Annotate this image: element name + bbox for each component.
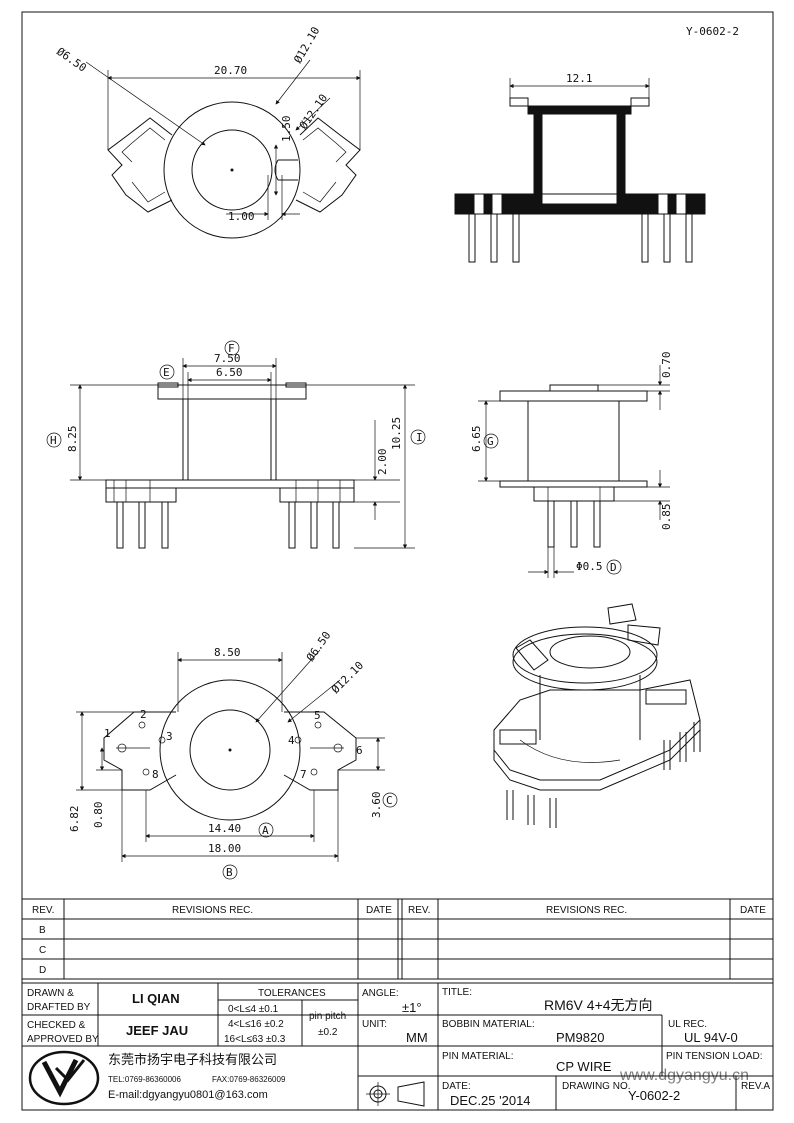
title-block: DRAWN & DRAFTED BY LI QIAN CHECKED & APP…	[21, 982, 774, 1111]
top-dim-outer-dia-1: Ø12.10	[291, 25, 322, 66]
company-tel: TEL:0769-86360006	[108, 1075, 182, 1084]
front-label-h: H	[50, 434, 57, 447]
front-view: 7.50 6.50 F E 8.25 H 2.00 10.25 I	[46, 340, 426, 549]
bottom-label-b: B	[226, 866, 233, 879]
pin-pitch-value: ±0.2	[318, 1027, 338, 1038]
section-view: 12.1	[454, 72, 706, 263]
top-dim-width: 20.70	[214, 64, 247, 77]
pin-material-label: PIN MATERIAL:	[442, 1051, 514, 1062]
side-dim-g: 6.65	[470, 426, 483, 453]
rev-header: REVISIONS REC.	[172, 905, 253, 916]
pin-number: 1	[104, 727, 111, 740]
top-dim-inner-dia: Ø6.50	[54, 45, 89, 75]
bottom-dim-c: 3.60	[370, 792, 383, 819]
rev-header: REVISIONS REC.	[546, 905, 627, 916]
bottom-view: 1 2 3 4 5 6 7 8 8.50 Ø6.50 Ø12.10 14.40 …	[68, 629, 398, 880]
tolerance-row: 0<L≤4 ±0.1	[228, 1004, 279, 1015]
rev-header: REV.	[32, 905, 54, 916]
side-dim-pin: 0.85	[660, 504, 673, 531]
rev-row-label: C	[39, 945, 46, 956]
drawn-label: DRAFTED BY	[27, 1002, 91, 1013]
ul-value: UL 94V-0	[684, 1030, 738, 1045]
rev-header: DATE	[740, 905, 766, 916]
side-dim-top: 0.70	[660, 352, 673, 379]
bottom-dim-h: 6.82	[68, 806, 81, 833]
bottom-label-c: C	[386, 794, 393, 807]
bottom-dim-top-w: 8.50	[214, 646, 241, 659]
pin-number: 3	[166, 730, 173, 743]
unit-label: UNIT:	[362, 1019, 387, 1030]
tolerances-label: TOLERANCES	[258, 988, 326, 999]
projection-symbol-icon	[366, 1081, 425, 1107]
bobbin-value: PM9820	[556, 1030, 604, 1045]
front-dim-base: 2.00	[376, 449, 389, 476]
bottom-dim-b: 18.00	[208, 842, 241, 855]
revision-table: REV. REVISIONS REC. DATE REV. REVISIONS …	[21, 898, 774, 980]
pin-number: 4	[288, 734, 295, 747]
top-dim-outer-dia-2: Ø12.10	[297, 92, 330, 132]
tolerance-row: 16<L≤63 ±0.3	[224, 1034, 286, 1045]
side-dim-pin-dia: Φ0.5	[576, 560, 603, 573]
top-view: 20.70 Ø6.50 Ø12.10 Ø12.10 1.50 1.00	[54, 25, 361, 239]
drawing-no-value: Y-0602-2	[628, 1088, 680, 1103]
angle-value: ±1°	[402, 1000, 422, 1015]
rev-row-label: B	[39, 925, 46, 936]
pin-number: 6	[356, 744, 363, 757]
drawn-label: DRAWN &	[27, 988, 74, 999]
tolerance-row: 4<L≤16 ±0.2	[228, 1019, 284, 1030]
bottom-dim-outer-dia: Ø12.10	[329, 659, 366, 696]
ul-label: UL REC.	[668, 1019, 707, 1030]
company-logo-icon	[28, 1050, 100, 1106]
bobbin-label: BOBBIN MATERIAL:	[442, 1019, 535, 1030]
front-dim-h: 8.25	[66, 426, 79, 453]
checked-label: CHECKED &	[27, 1020, 86, 1031]
pin-material-value: CP WIRE	[556, 1059, 612, 1074]
drawing-no-label: DRAWING NO.	[562, 1081, 631, 1092]
front-dim-total: 10.25	[390, 417, 403, 450]
front-dim-f: 7.50	[214, 352, 241, 365]
bottom-dim-080: 0.80	[92, 802, 105, 829]
checked-label: APPROVED BY	[27, 1034, 99, 1045]
top-dim-slot-w: 1.00	[228, 210, 255, 223]
front-label-f: F	[228, 342, 235, 355]
drawn-by: LI QIAN	[132, 991, 180, 1006]
front-label-e: E	[163, 366, 170, 379]
section-dim-width: 12.1	[566, 72, 593, 85]
pin-number: 8	[152, 768, 159, 781]
pin-number: 2	[140, 708, 147, 721]
pin-tension-label: PIN TENSION LOAD:	[666, 1051, 763, 1062]
bottom-label-a: A	[262, 824, 269, 837]
date-label: DATE:	[442, 1081, 471, 1092]
side-view: 0.70 6.65 G 0.85 Φ0.5 D	[470, 352, 673, 578]
company-name: 东莞市扬宇电子科技有限公司	[108, 1052, 277, 1067]
side-label-d: D	[610, 561, 617, 574]
date-value: DEC.25 '2014	[450, 1093, 531, 1108]
title-value: RM6V 4+4无方向	[544, 997, 653, 1013]
rev-row-label: D	[39, 965, 46, 976]
pin-number: 7	[300, 768, 307, 781]
rev-header: REV.	[408, 905, 430, 916]
watermark: www.dgyangyu.cn	[619, 1067, 749, 1084]
front-label-i: I	[416, 431, 423, 444]
rev-label: REV.A	[741, 1081, 770, 1092]
rev-header: DATE	[366, 905, 392, 916]
company-fax: FAX:0769-86326009	[212, 1075, 286, 1084]
front-dim-inner: 6.50	[216, 366, 243, 379]
checked-by: JEEF JAU	[126, 1023, 188, 1038]
title-label: TITLE:	[442, 987, 472, 998]
isometric-view	[493, 603, 701, 828]
top-dim-slot-h: 1.50	[280, 116, 293, 143]
side-label-g: G	[487, 435, 494, 448]
pin-pitch-label: pin pitch	[309, 1011, 346, 1022]
bottom-dim-a: 14.40	[208, 822, 241, 835]
drawing-code-top: Y-0602-2	[686, 25, 739, 38]
bottom-dim-inner-dia: Ø6.50	[304, 629, 334, 664]
unit-value: MM	[406, 1030, 428, 1045]
angle-label: ANGLE:	[362, 988, 399, 999]
company-email: E-mail:dgyangyu0801@163.com	[108, 1089, 268, 1101]
pin-number: 5	[314, 709, 321, 722]
